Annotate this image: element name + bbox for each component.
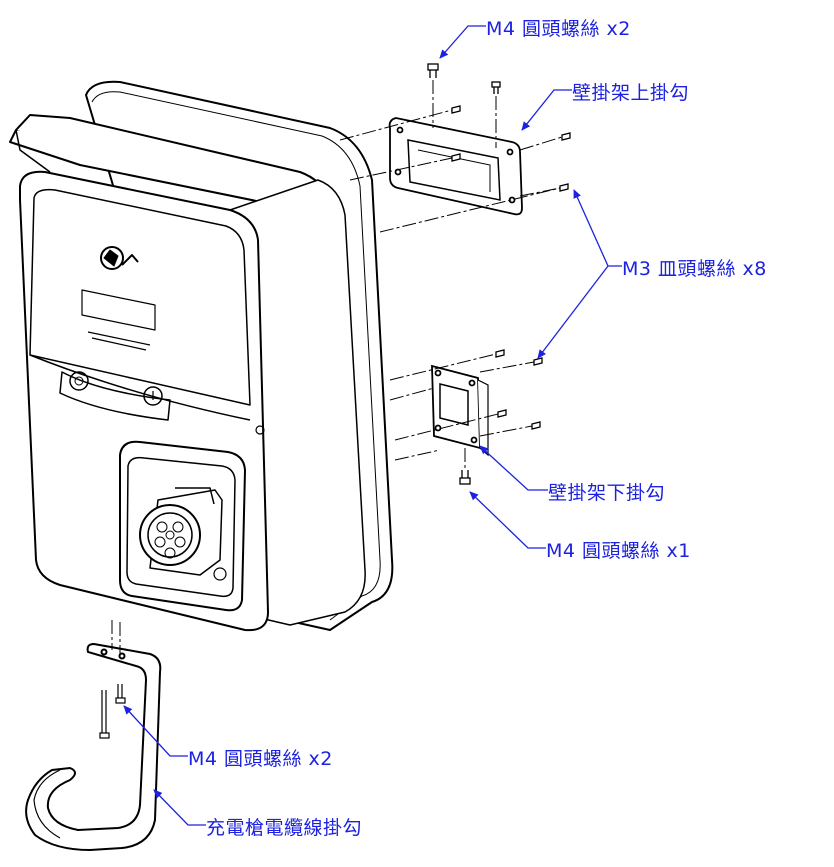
callout-side-screws: M3 皿頭螺絲 x8 [622, 258, 767, 280]
callout-hook-screws: M4 圓頭螺絲 x2 [188, 748, 333, 770]
callout-lower-screw: M4 圓頭螺絲 x1 [546, 540, 691, 562]
brand-logo [100, 246, 139, 270]
charger-body [9, 80, 394, 632]
screws [427, 63, 571, 485]
cable-hook [25, 642, 162, 852]
assembly-guide-lines [111, 80, 563, 656]
callout-lower-bracket: 壁掛架下掛勾 [548, 482, 666, 504]
charging-socket [139, 487, 227, 581]
lower-wall-bracket [431, 364, 489, 457]
callout-leaders [123, 25, 622, 826]
callout-cable-hook: 充電槍電纜線掛勾 [206, 817, 363, 839]
callout-upper-bracket: 壁掛架上掛勾 [572, 82, 690, 104]
callout-top-screws: M4 圓頭螺絲 x2 [486, 18, 631, 40]
upper-wall-bracket [388, 117, 523, 216]
